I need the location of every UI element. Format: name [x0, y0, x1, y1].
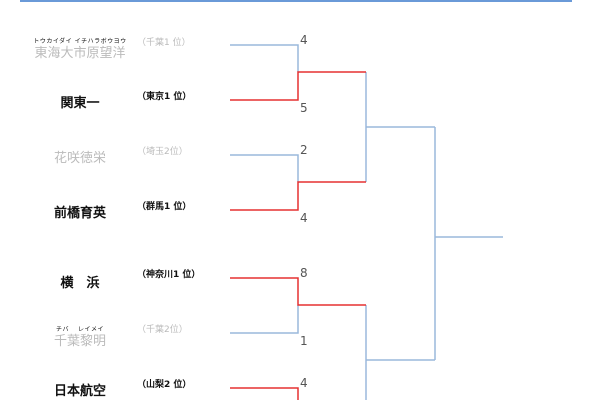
team-name: 関東一 [60, 96, 100, 111]
team-ruby: チバ レイメイ [56, 326, 104, 333]
score: 4 [300, 33, 308, 47]
team-name: 千葉黎明 [53, 334, 106, 349]
score: 8 [300, 266, 308, 280]
bracket-lines-blue [230, 44, 503, 400]
team-prefecture: （千葉2位） [137, 325, 188, 335]
team-prefecture: （千葉1 位） [137, 38, 191, 48]
team-prefecture: （東京1 位） [137, 92, 192, 102]
team-name: 前橋育英 [53, 206, 106, 221]
score: 2 [300, 143, 308, 157]
team-prefecture: （埼玉2位） [137, 147, 188, 157]
team-name: 横 浜 [60, 276, 100, 291]
team-prefecture: （神奈川1 位） [137, 270, 201, 280]
header-bar [20, 0, 572, 2]
team-name: 東海大市原望洋 [34, 46, 126, 61]
bracket-lines-winner [230, 71, 366, 400]
team-name: 花咲徳栄 [53, 151, 106, 166]
score: 4 [300, 211, 308, 225]
team-prefecture: （群馬1 位） [137, 202, 192, 212]
team-ruby: トウカイダイ イチハラボウヨウ [33, 38, 127, 45]
score: 5 [300, 101, 308, 115]
team-prefecture: （山梨2 位） [137, 380, 192, 390]
score: 1 [300, 334, 308, 348]
score: 4 [300, 376, 308, 390]
team-name: 日本航空 [53, 384, 106, 399]
